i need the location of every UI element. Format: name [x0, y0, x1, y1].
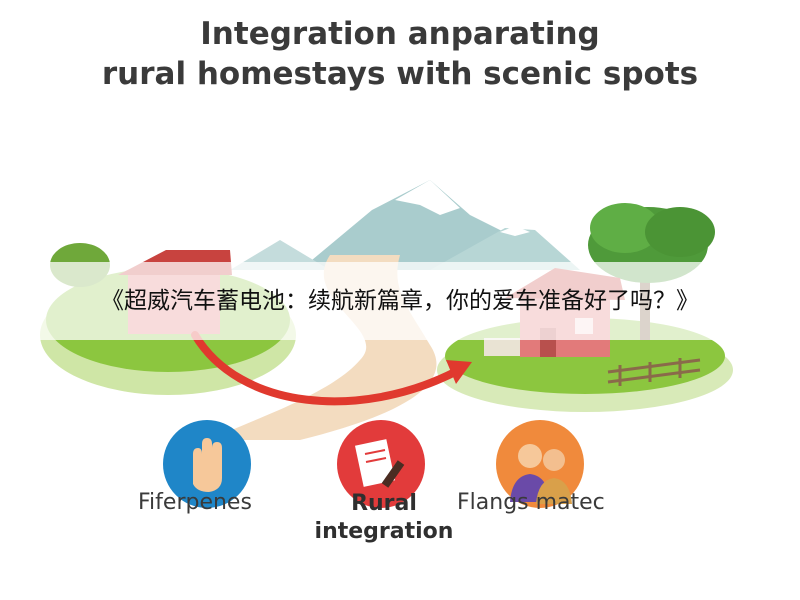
- banner-text: 《超威汽车蓄电池：续航新篇章，你的爱车准备好了吗？》: [101, 288, 699, 314]
- label-integration: integration: [314, 519, 454, 544]
- hand-icon: [163, 420, 251, 508]
- overlay-banner: [0, 262, 800, 340]
- fence: [607, 358, 701, 386]
- label-rural-integration: Rural integration: [300, 490, 468, 546]
- title-line-2: rural homestays with scenic spots: [101, 56, 699, 92]
- document-pen-icon: [337, 420, 425, 508]
- label-flangs-matec: Flangs matec: [457, 490, 605, 515]
- title-line-1: Integration anparating: [200, 16, 600, 52]
- mountains: [230, 180, 580, 270]
- label-rural: Rural: [351, 491, 417, 516]
- label-fiferpenes: Fiferpenes: [138, 490, 252, 515]
- connection-arrow: [191, 331, 459, 406]
- arrow-head: [446, 360, 472, 384]
- couple-icon: [496, 420, 584, 508]
- diagram-title: Integration anparating rural homestays w…: [0, 14, 800, 94]
